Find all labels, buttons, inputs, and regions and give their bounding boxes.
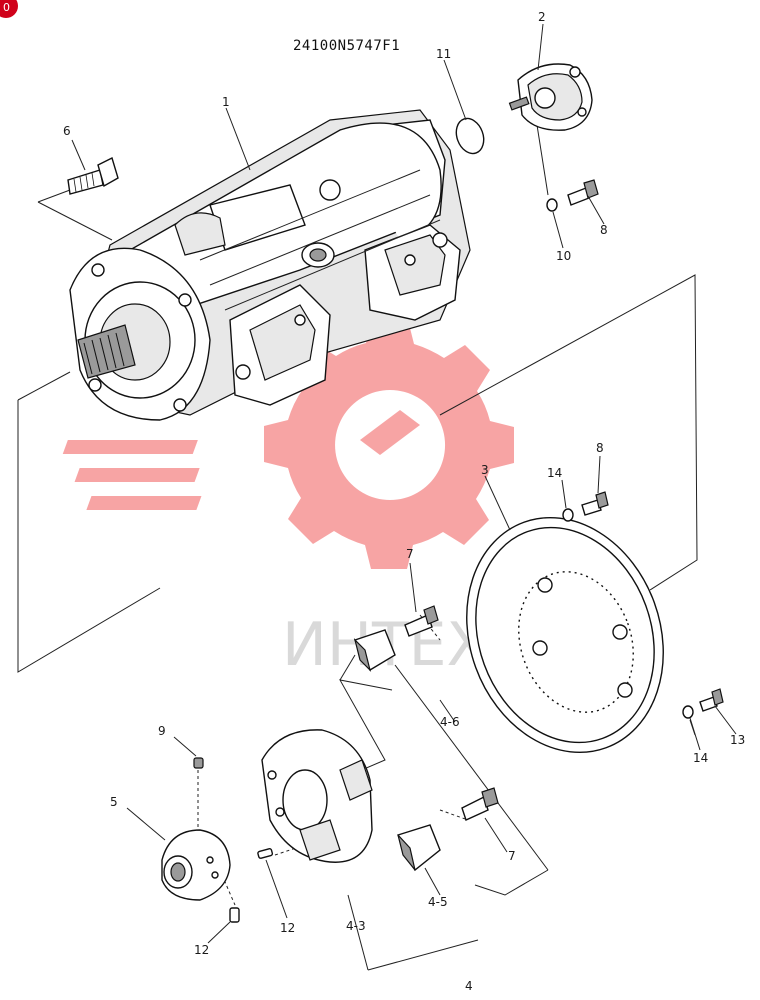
callout-12-right: 12 [280, 921, 295, 935]
callout-4: 4 [465, 979, 473, 993]
bolt-7-upper-part [404, 605, 439, 637]
callout-14-bottom: 14 [693, 751, 708, 765]
leader-lines [71, 23, 737, 944]
callout-3: 3 [481, 463, 489, 477]
bolt-8-right-part [581, 491, 609, 516]
callout-13: 13 [730, 733, 745, 747]
bolt-8-top-part [567, 179, 599, 206]
callout-4-5: 4-5 [428, 895, 448, 909]
callout-7-upper: 7 [406, 547, 414, 561]
callout-labels: 1 2 3 6 7 7 8 8 9 10 11 12 12 13 14 14 4… [63, 10, 745, 993]
bolt-7-lower-part [461, 787, 499, 821]
callout-12-left: 12 [194, 943, 209, 957]
set-screw-9-part [193, 757, 204, 769]
bolt-6-part [67, 157, 119, 195]
callout-9: 9 [158, 724, 166, 738]
washer-14-bottom-part [682, 705, 694, 719]
corner-badge-text: 0 [3, 1, 10, 14]
callout-7-lower: 7 [508, 849, 516, 863]
callout-11: 11 [436, 47, 451, 61]
insert-4-5-part [397, 824, 441, 872]
callout-14-top: 14 [547, 466, 562, 480]
pin-12-right-part [257, 848, 274, 859]
callout-1: 1 [222, 95, 230, 109]
o-ring-11-part [455, 117, 485, 155]
main-pump-part [69, 109, 471, 421]
gear-pump-2-part [508, 63, 593, 131]
callout-4-6: 4-6 [440, 715, 460, 729]
corner-badge: 0 [0, 0, 18, 18]
watermark-gear-icon [264, 320, 514, 569]
callout-6: 6 [63, 124, 71, 138]
callout-4-3: 4-3 [346, 919, 366, 933]
callout-8-top: 8 [600, 223, 608, 237]
callout-2: 2 [538, 10, 546, 24]
watermark-logo [62, 320, 514, 569]
hub-5-part [161, 829, 231, 901]
callout-10: 10 [556, 249, 571, 263]
drawing-number: 24100N5747F1 [293, 38, 400, 54]
bolt-13-part [699, 688, 724, 712]
flywheel-plate-3-part [466, 516, 664, 754]
callout-5: 5 [110, 795, 118, 809]
pin-12-left-part [229, 907, 240, 923]
coupling-hub-4-3-part [261, 729, 373, 863]
callout-8-right: 8 [596, 441, 604, 455]
washer-14-top-part [562, 508, 574, 522]
insert-4-6-part [353, 629, 396, 672]
washer-10-part [546, 198, 558, 212]
